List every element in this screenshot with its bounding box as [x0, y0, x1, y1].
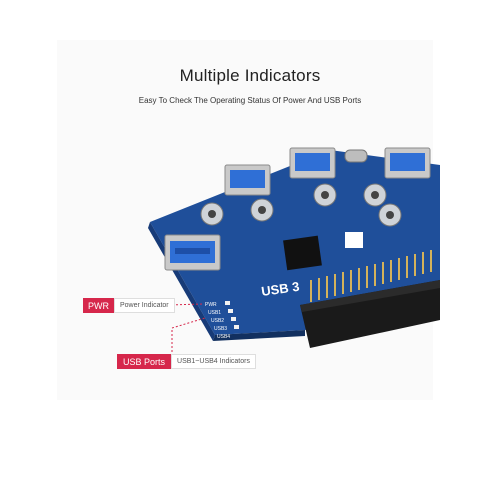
pin-row — [310, 250, 432, 302]
usb-callout-description: USB1~USB4 Indicators — [171, 354, 256, 369]
usb-callout: USB Ports USB1~USB4 Indicators — [117, 354, 256, 369]
led-label-usb4: USB4 — [217, 334, 230, 340]
page-title: Multiple Indicators — [179, 66, 321, 85]
usb-port-front — [164, 234, 221, 271]
pin-header-top — [300, 280, 440, 312]
page-subtitle: Easy To Check The Operating Status Of Po… — [138, 96, 362, 105]
controller-chip — [283, 235, 322, 271]
usb-c-port — [344, 149, 368, 163]
usb-port-2 — [289, 147, 336, 179]
brand-logo — [345, 232, 363, 248]
usb-port-1 — [224, 164, 271, 196]
led-indicators: PWR USB1 USB2 USB3 USB4 — [205, 301, 239, 340]
capacitors — [200, 183, 402, 227]
pwr-callout: PWR Power Indicator — [83, 298, 175, 313]
pwr-callout-description: Power Indicator — [114, 298, 175, 313]
usb-leader-line — [171, 317, 206, 360]
usb-port-3 — [384, 147, 431, 179]
pcb-board-side — [213, 330, 305, 341]
board-silkscreen: USB 3 — [260, 279, 300, 299]
usb-callout-label: USB Ports — [117, 354, 172, 369]
pwr-callout-label: PWR — [83, 298, 114, 313]
led-label-usb3: USB3 — [214, 326, 227, 332]
led-label-pwr: PWR — [205, 302, 217, 308]
led-label-usb1: USB1 — [208, 310, 221, 316]
pin-header — [300, 280, 440, 348]
led-label-usb2: USB2 — [211, 318, 224, 324]
